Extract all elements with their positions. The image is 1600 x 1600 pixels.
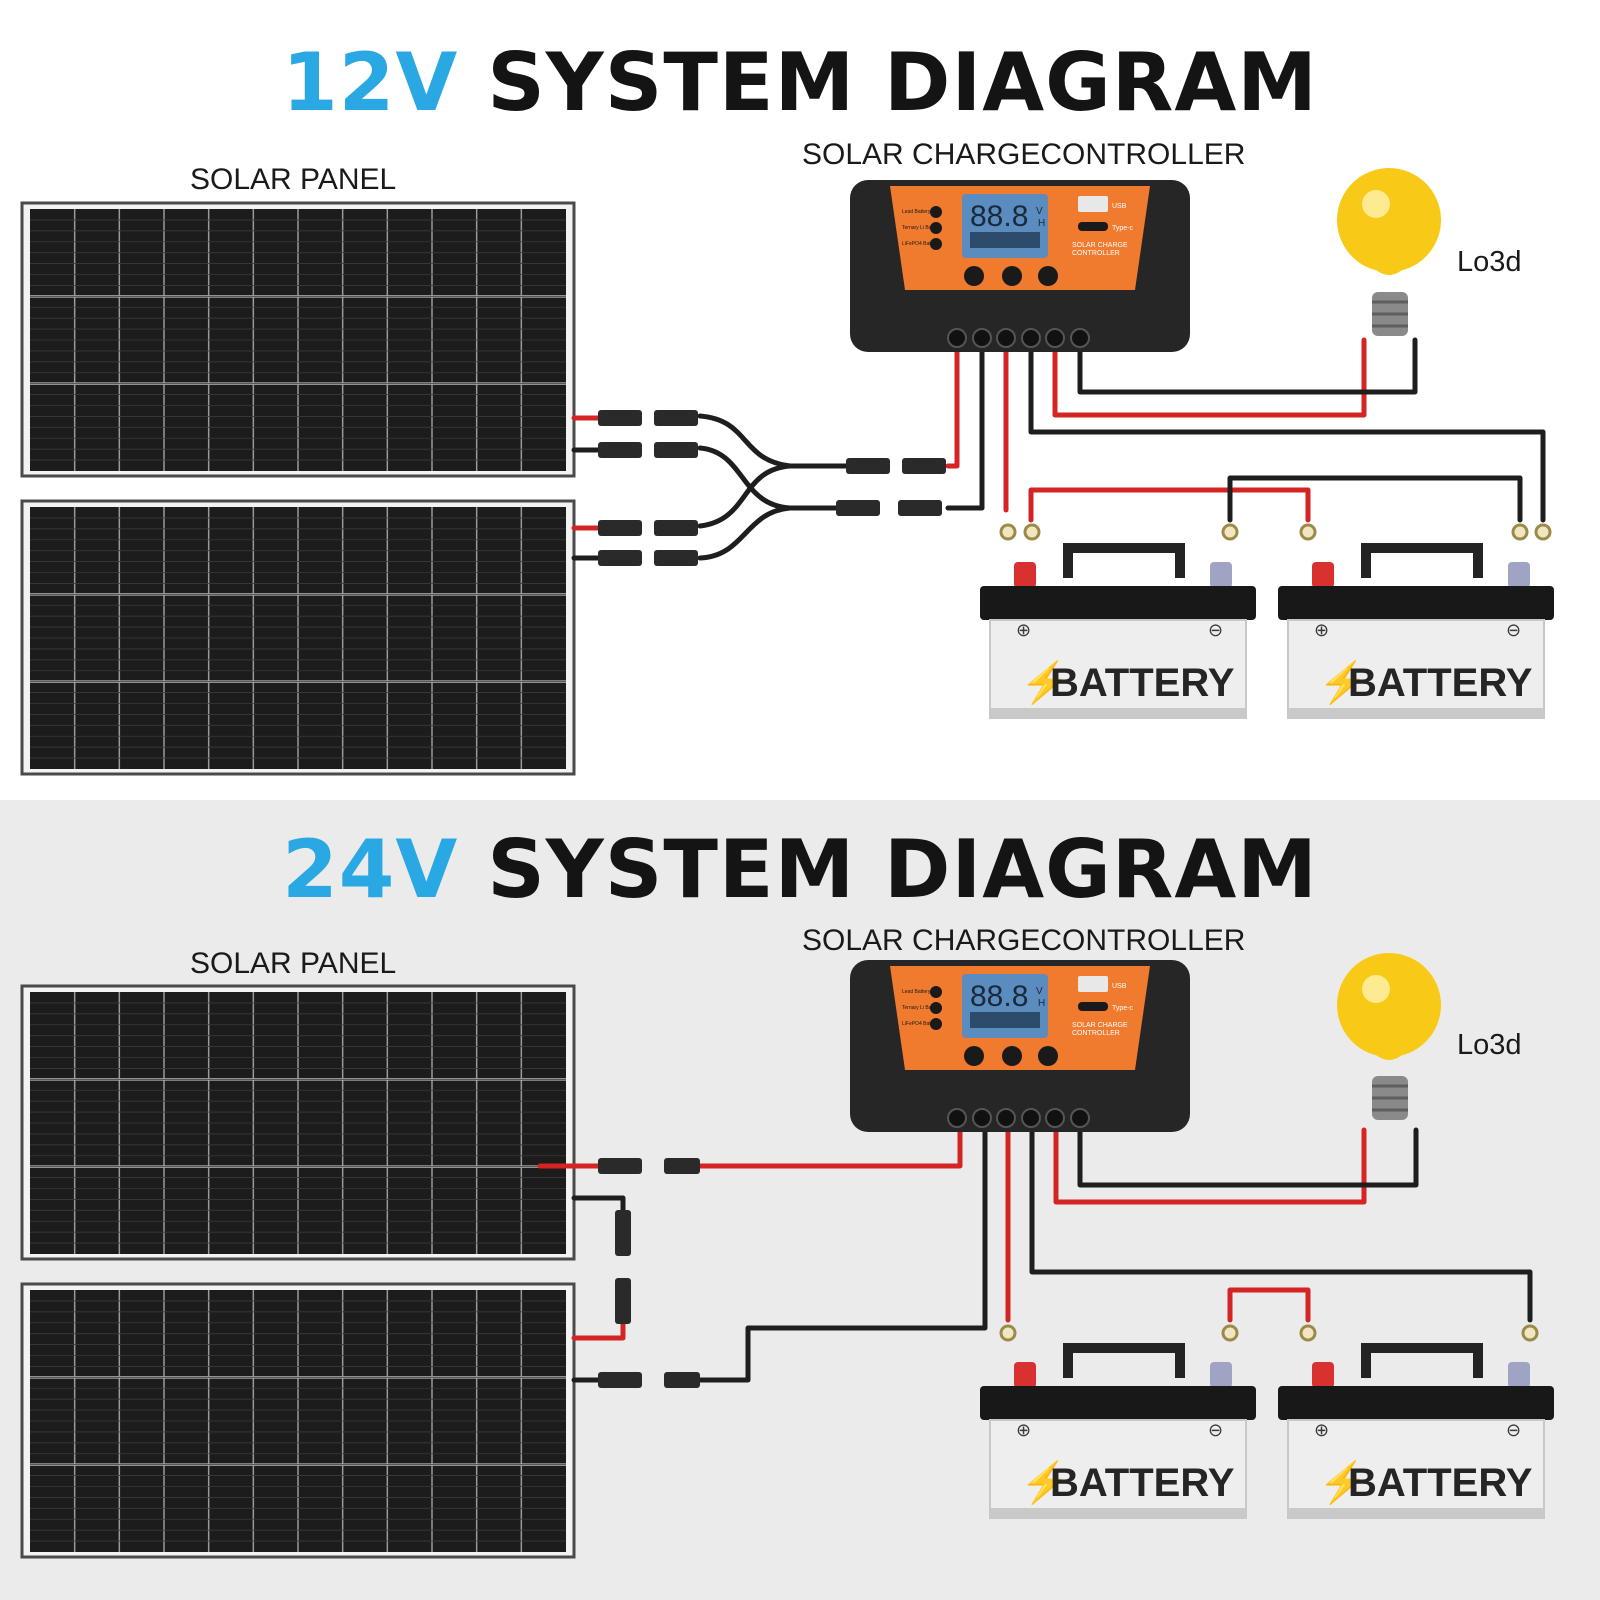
mc4-connector-icon (654, 442, 698, 458)
battery-icon: ⊕ ⊖ ⚡ BATTERY (980, 543, 1256, 719)
title-voltage: 24V (282, 823, 459, 916)
mc4-connector-icon (615, 1210, 631, 1256)
mode-label: Lead Battery (902, 989, 931, 995)
mc4-connector-icon (898, 500, 942, 516)
usb-label: USB (1112, 983, 1127, 990)
mc4-connector-icon (664, 1158, 700, 1174)
ring-terminal-icon (1521, 1324, 1539, 1342)
solar-panel-label: SOLAR PANEL (190, 947, 397, 980)
svg-text:⚡: ⚡ (1318, 659, 1368, 706)
mode-label: Ternary Li Battery (902, 1005, 942, 1011)
mc4-connector-icon (654, 520, 698, 536)
ring-terminal-icon (1221, 523, 1239, 541)
typec-label: Type-c (1112, 1005, 1134, 1012)
display-unit-h: H (1038, 218, 1045, 229)
solar-panel-label: SOLAR PANEL (190, 163, 397, 196)
mc4-connector-icon (598, 1372, 642, 1388)
ring-terminals (999, 523, 1552, 541)
wiring-12v (571, 337, 1546, 561)
mc4-connector-icon (836, 500, 880, 516)
battery-label: BATTERY (1050, 661, 1235, 705)
title-text: SYSTEM DIAGRAM (487, 36, 1318, 129)
mc4-connector-icon (654, 410, 698, 426)
mode-label: LiFePO4 Battery (902, 241, 939, 247)
ring-terminals (999, 1324, 1539, 1342)
battery-label: BATTERY (1348, 661, 1533, 705)
diagram-24v-section: 24V SYSTEM DIAGRAM SOLAR PANEL SOLAR CHA… (0, 800, 1600, 1600)
display-unit-h: H (1038, 998, 1045, 1009)
light-bulb-icon (1337, 168, 1441, 336)
diagram-12v-section: 12V SYSTEM DIAGRAM SOLAR PANEL SOLAR CHA… (0, 42, 1600, 776)
ring-terminal-icon (1534, 523, 1552, 541)
svg-text:⊕: ⊕ (1314, 1420, 1329, 1440)
display-unit-v: V (1036, 986, 1043, 997)
svg-text:⊕: ⊕ (1016, 1420, 1031, 1440)
title-text: SYSTEM DIAGRAM (487, 823, 1318, 916)
ring-terminal-icon (999, 523, 1017, 541)
mode-label: Lead Battery (902, 209, 931, 215)
battery-icon: ⊕ ⊖ ⚡ BATTERY (1278, 543, 1554, 719)
svg-text:⚡: ⚡ (1020, 659, 1070, 706)
ring-terminal-icon (1511, 523, 1529, 541)
brand-text: SOLAR CHARGE (1072, 242, 1128, 249)
wiring-24v (537, 1127, 1533, 1383)
mc4-connectors (598, 1158, 700, 1388)
svg-text:⊖: ⊖ (1506, 620, 1521, 640)
battery-icon: ⊕ ⊖ ⚡ BATTERY (1278, 1343, 1554, 1519)
charge-controller-icon: 88.8 V H Lead Battery Ternary Li Battery… (850, 960, 1190, 1132)
ring-terminal-icon (999, 1324, 1017, 1342)
mc4-connectors (598, 410, 946, 566)
svg-text:⊖: ⊖ (1208, 1420, 1223, 1440)
usb-label: USB (1112, 203, 1127, 210)
mc4-connector-icon (654, 550, 698, 566)
mc4-connector-icon (598, 442, 642, 458)
mc4-connector-icon (598, 520, 642, 536)
brand-text: CONTROLLER (1072, 1030, 1120, 1037)
svg-text:⊖: ⊖ (1208, 620, 1223, 640)
typec-label: Type-c (1112, 225, 1134, 232)
mode-label: Ternary Li Battery (902, 225, 942, 231)
svg-text:⊖: ⊖ (1506, 1420, 1521, 1440)
diagram-title-24v: 24V SYSTEM DIAGRAM (0, 830, 1600, 910)
brand-text: CONTROLLER (1072, 250, 1120, 257)
svg-text:⚡: ⚡ (1020, 1459, 1070, 1506)
panel-grid (30, 209, 566, 769)
mc4-connector-icon (598, 550, 642, 566)
ring-terminal-icon (1023, 523, 1041, 541)
battery-icon: ⊕ ⊖ ⚡ BATTERY (980, 1343, 1256, 1519)
battery-label: BATTERY (1348, 1461, 1533, 1505)
svg-text:⚡: ⚡ (1318, 1459, 1368, 1506)
mc4-connector-icon (615, 1278, 631, 1324)
controller-display: 88.8 (970, 980, 1028, 1013)
controller-label: SOLAR CHARGECONTROLLER (802, 138, 1246, 171)
ring-terminal-icon (1221, 1324, 1239, 1342)
title-voltage: 12V (282, 36, 459, 129)
mode-label: LiFePO4 Battery (902, 1021, 939, 1027)
diagram-12v-drawing: 88.8 V H Lead Battery Ternary Li Battery… (20, 168, 1554, 776)
load-label: Lo3d (1457, 1029, 1522, 1061)
mc4-connector-icon (664, 1372, 700, 1388)
ring-terminal-icon (1299, 1324, 1317, 1342)
light-bulb-icon (1337, 953, 1441, 1120)
svg-text:⊕: ⊕ (1314, 620, 1329, 640)
charge-controller-icon: 88.8 V H Lead Battery Ternary Li Battery… (850, 180, 1190, 352)
panel-grid (30, 992, 566, 1552)
controller-label: SOLAR CHARGECONTROLLER (802, 924, 1246, 957)
ring-terminal-icon (1299, 523, 1317, 541)
svg-text:⊕: ⊕ (1016, 620, 1031, 640)
diagram-24v-drawing: 88.8 V H Lead Battery Ternary Li Battery… (20, 953, 1554, 1559)
controller-display: 88.8 (970, 200, 1028, 233)
mc4-connector-icon (598, 1158, 642, 1174)
load-label: Lo3d (1457, 246, 1522, 278)
mc4-connector-icon (598, 410, 642, 426)
battery-label: BATTERY (1050, 1461, 1235, 1505)
display-unit-v: V (1036, 206, 1043, 217)
brand-text: SOLAR CHARGE (1072, 1022, 1128, 1029)
mc4-connector-icon (846, 458, 890, 474)
diagram-title-12v: 12V SYSTEM DIAGRAM (0, 43, 1600, 123)
mc4-connector-icon (902, 458, 946, 474)
